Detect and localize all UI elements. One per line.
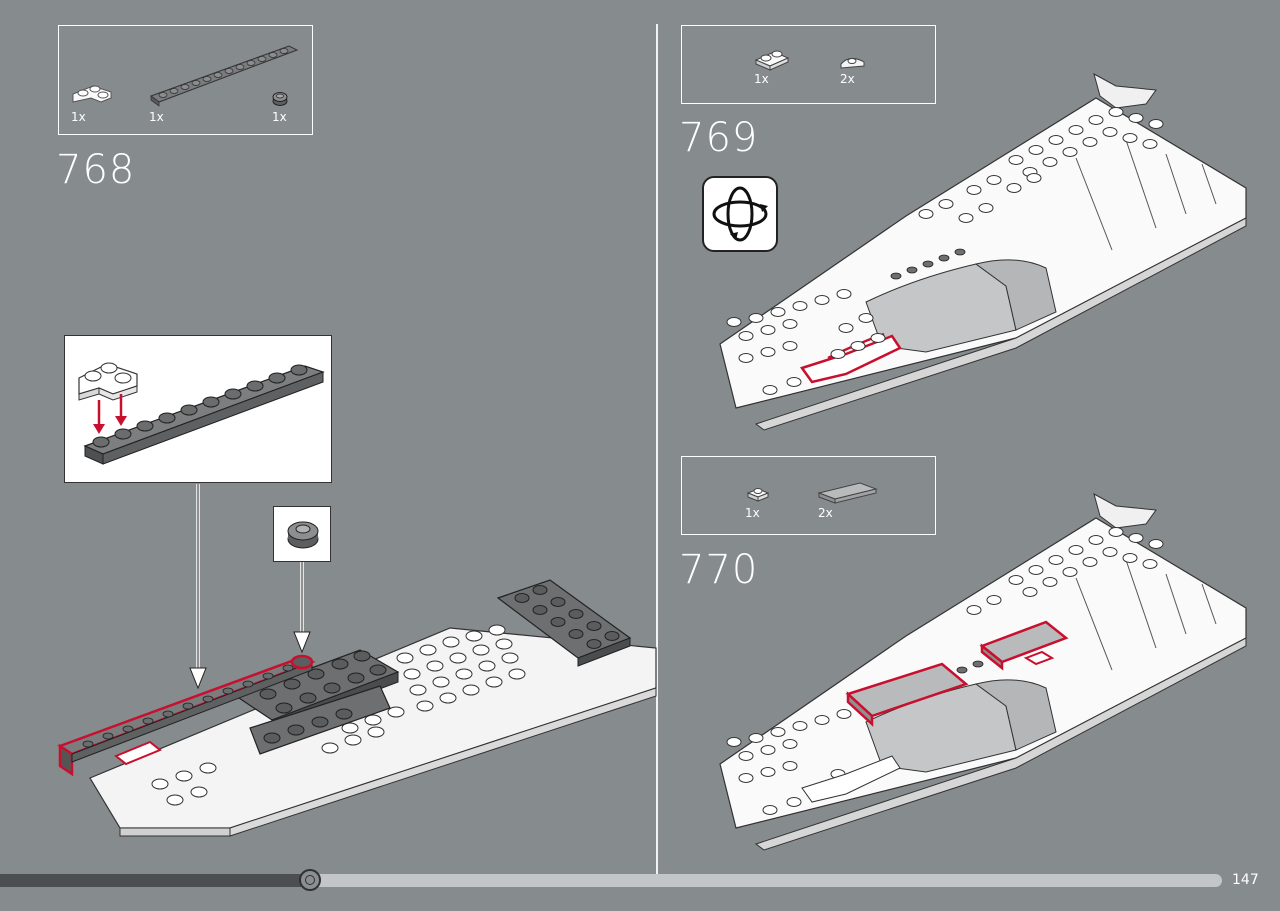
page-number: 147	[1232, 872, 1259, 888]
model-illustration-768	[57, 579, 657, 837]
part-qty: 1x	[71, 110, 86, 124]
step-number-768: 768	[56, 147, 136, 193]
subassembly-illustration	[78, 362, 325, 465]
parts-list-768: 1x 1x 1x	[58, 25, 313, 135]
part-qty: 1x	[272, 110, 287, 124]
model-illustration-770	[719, 492, 1247, 851]
subassembly-callout	[64, 335, 332, 483]
page-divider	[656, 24, 658, 874]
part-white-plate-1x2-icon	[754, 50, 790, 71]
parts-list-770: 1x 2x	[681, 456, 936, 535]
part-qty: 1x	[745, 506, 760, 520]
step-number-769: 769	[679, 115, 759, 161]
progress-fill	[0, 874, 310, 887]
part-grey-tile-icon	[817, 482, 878, 504]
rotate-model-icon	[702, 176, 778, 252]
part-white-wedge-icon	[840, 58, 865, 69]
step-number-770: 770	[679, 547, 759, 593]
parts-list-769: 1x 2x	[681, 25, 936, 104]
part-white-plate-corner-icon	[72, 85, 112, 103]
part-round-plate-icon	[272, 92, 288, 106]
round-plate-callout	[273, 506, 331, 562]
progress-knob	[299, 869, 321, 891]
part-dark-plate-1x12-icon	[149, 45, 299, 107]
model-illustration-769	[719, 72, 1247, 431]
round-plate-icon	[287, 521, 319, 549]
part-qty: 2x	[818, 506, 833, 520]
placement-arrows	[189, 484, 311, 690]
part-white-plate-1x1-icon	[746, 488, 770, 502]
part-qty: 1x	[754, 72, 769, 86]
part-qty: 1x	[149, 110, 164, 124]
part-qty: 2x	[840, 72, 855, 86]
